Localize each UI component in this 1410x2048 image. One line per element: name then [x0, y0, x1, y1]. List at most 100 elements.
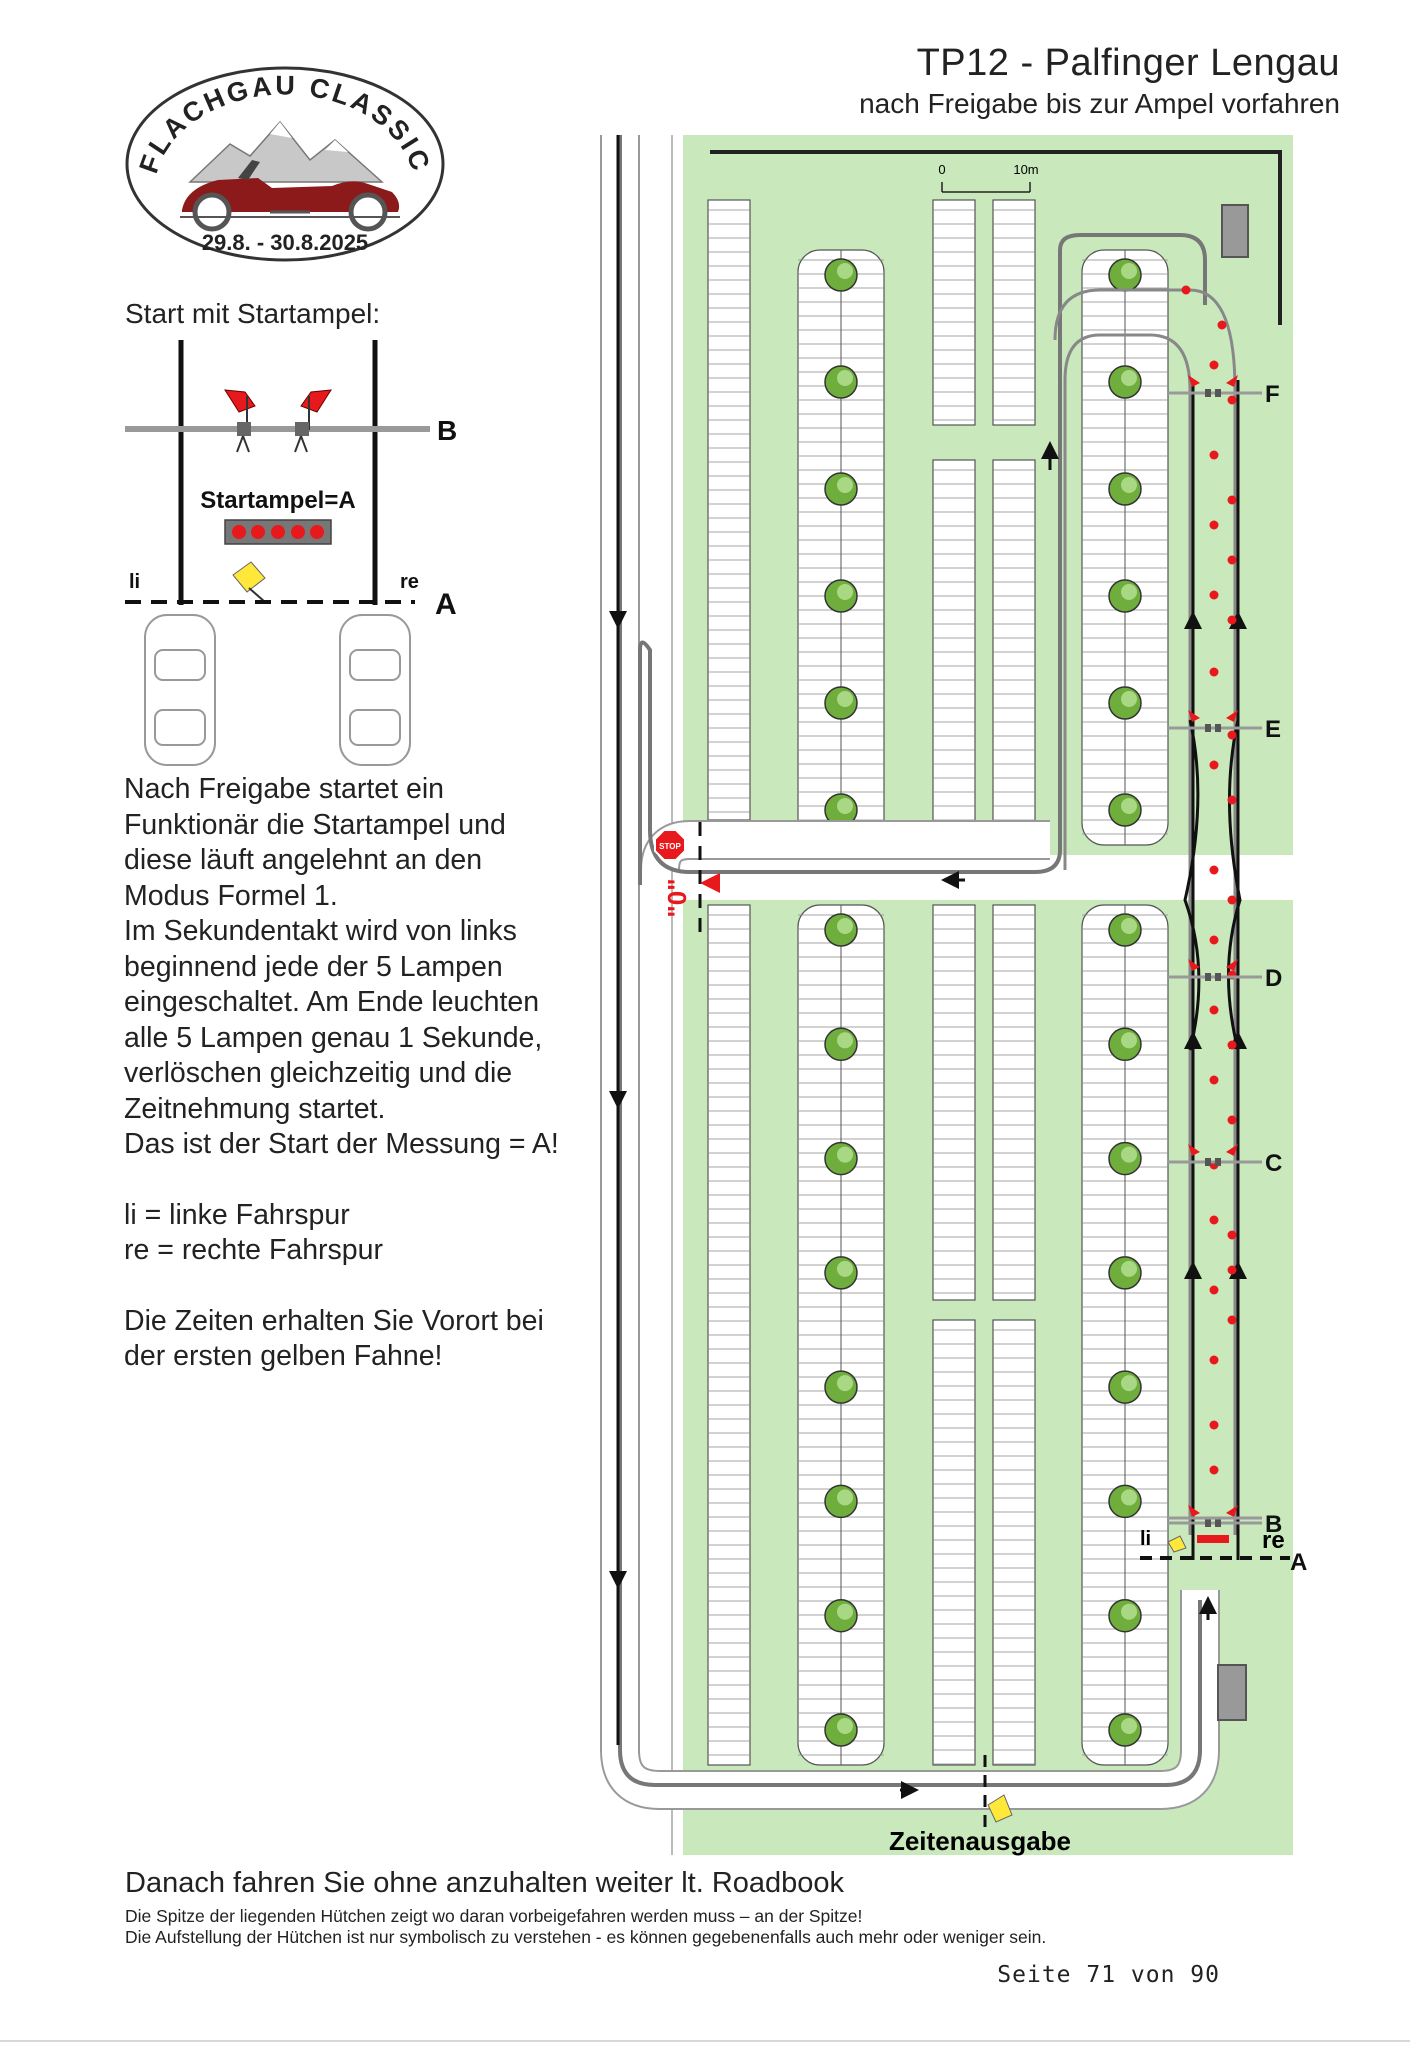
tree-icon [1108, 686, 1142, 720]
line-b-label: B [437, 415, 457, 446]
cone-icon [1209, 360, 1219, 370]
parking-row [1081, 249, 1169, 846]
building [1217, 1664, 1247, 1721]
footer-main: Danach fahren Sie ohne anzuhalten weiter… [125, 1867, 845, 1899]
desc-line: Nach Freigabe startet ein [124, 773, 444, 805]
cone-icon [1209, 1215, 1219, 1225]
parking-row [992, 199, 1036, 426]
tree-icon [824, 1027, 858, 1062]
tree-icon [1108, 913, 1142, 947]
tree-icon [824, 1141, 858, 1176]
cone-icon [1227, 495, 1237, 505]
desc-line: Zeitnehmung startet. [124, 1092, 386, 1125]
yellow-flag-icon [987, 1794, 1013, 1823]
yellow-flag-icon [1167, 1535, 1187, 1553]
cone-icon [1227, 1230, 1237, 1240]
lane-right-label: re [400, 571, 419, 593]
parking-row [707, 199, 751, 821]
cone-icon [1209, 450, 1219, 460]
tree-icon [824, 913, 858, 947]
tree-icon [1108, 365, 1142, 399]
tree-icon [1108, 579, 1142, 613]
cone-icon [1227, 555, 1237, 565]
tree-icon [1108, 1027, 1142, 1062]
tree-icon [824, 579, 858, 613]
footer-note-2: Die Aufstellung der Hütchen ist nur symb… [125, 1927, 1047, 1947]
cone-icon [1181, 285, 1191, 295]
tree-icon [1108, 1713, 1142, 1747]
checkpoint-label: D [1265, 965, 1282, 992]
map-lane-right: re [1262, 1527, 1285, 1554]
cone-icon [1227, 1265, 1237, 1275]
desc-line: eingeschaltet. Am Ende leuchten [124, 986, 540, 1018]
checkpoint-label: F [1265, 381, 1280, 408]
desc-line: Funktionär die Startampel und [124, 808, 506, 841]
map-lane-left: li [1140, 1528, 1151, 1550]
checkpoint-label: B [1265, 1511, 1282, 1538]
checkpoint-d: D [1168, 959, 1282, 992]
tree-icon [1108, 1484, 1142, 1519]
desc-line: Modus Formel 1. [124, 879, 338, 912]
tree-icon [1108, 472, 1142, 506]
page-title: TP12 - Palfinger Lengau [916, 42, 1340, 84]
desc-line: der ersten gelben Fahne! [124, 1340, 443, 1372]
tree-icon [824, 686, 858, 720]
footer-note-1: Die Spitze der liegenden Hütchen zeigt w… [125, 1906, 863, 1926]
legend-li: li = linke Fahrspur [124, 1198, 350, 1231]
cone-icon [1209, 1075, 1219, 1085]
parking-row [707, 904, 751, 1766]
cone-icon [1209, 1465, 1219, 1475]
zero-mark: "0" [662, 878, 692, 917]
camera-icon [236, 422, 251, 453]
car-left-icon [144, 614, 216, 766]
cones [1181, 285, 1237, 1475]
checkpoint-b: B [1168, 1505, 1282, 1538]
tree-icon [824, 793, 858, 827]
desc-line: beginnend jede der 5 Lampen [124, 950, 503, 983]
cone-icon [1209, 1285, 1219, 1295]
parking-row [992, 904, 1036, 1301]
tree-icon [1108, 1141, 1142, 1176]
tree-icon [1108, 793, 1142, 827]
cone-icon [1227, 395, 1237, 405]
flachgau-classic-logo: FLACHGAU CLASSIC 29.8. - 30.8.2025 [125, 66, 445, 262]
start-area: li re [1140, 1516, 1290, 1560]
parking-row [1081, 904, 1169, 1766]
checkpoint-label: E [1265, 716, 1281, 743]
divider [0, 2040, 1410, 2042]
desc-line: Die Zeiten erhalten Sie Vorort bei [124, 1304, 544, 1337]
car-right-icon [339, 614, 411, 766]
parking-row [932, 199, 976, 426]
cone-icon [1227, 795, 1237, 805]
start-diagram: B Startampel=A li re A [125, 340, 457, 766]
start-heading: Start mit Startampel: [125, 298, 381, 329]
cone-icon [1209, 1355, 1219, 1365]
parking-row [992, 459, 1036, 846]
checkpoint-label: C [1265, 1150, 1282, 1177]
desc-line: diese läuft angelehnt an den [124, 844, 483, 876]
line-a-label: A [435, 588, 457, 621]
tree-icon [824, 472, 858, 506]
lane-arrows [941, 441, 1247, 1290]
cone-icon [1227, 895, 1237, 905]
page-number: Seite 71 von 90 [997, 1962, 1220, 1988]
desc-line: Das ist der Start der Messung = A! [124, 1128, 559, 1160]
tree-icon [1108, 258, 1142, 292]
parking-row [932, 1319, 976, 1766]
cone-icon [1209, 760, 1219, 770]
tree-icon [824, 1370, 858, 1404]
tree-icon [1108, 1370, 1142, 1404]
parking-row [797, 249, 885, 846]
tree-icon [1108, 1256, 1142, 1290]
cone-icon [1227, 1115, 1237, 1125]
cone-icon [1209, 1420, 1219, 1430]
tree-icon [1108, 1598, 1142, 1633]
desc-line: Im Sekundentakt wird von links [124, 915, 517, 947]
tree-icon [824, 1713, 858, 1747]
desc-line: alle 5 Lampen genau 1 Sekunde, [124, 1021, 543, 1054]
stop-sign-label: STOP [659, 842, 681, 851]
logo-dates: 29.8. - 30.8.2025 [202, 230, 368, 255]
parking-row [932, 904, 976, 1301]
cone-icon [1227, 1040, 1237, 1050]
